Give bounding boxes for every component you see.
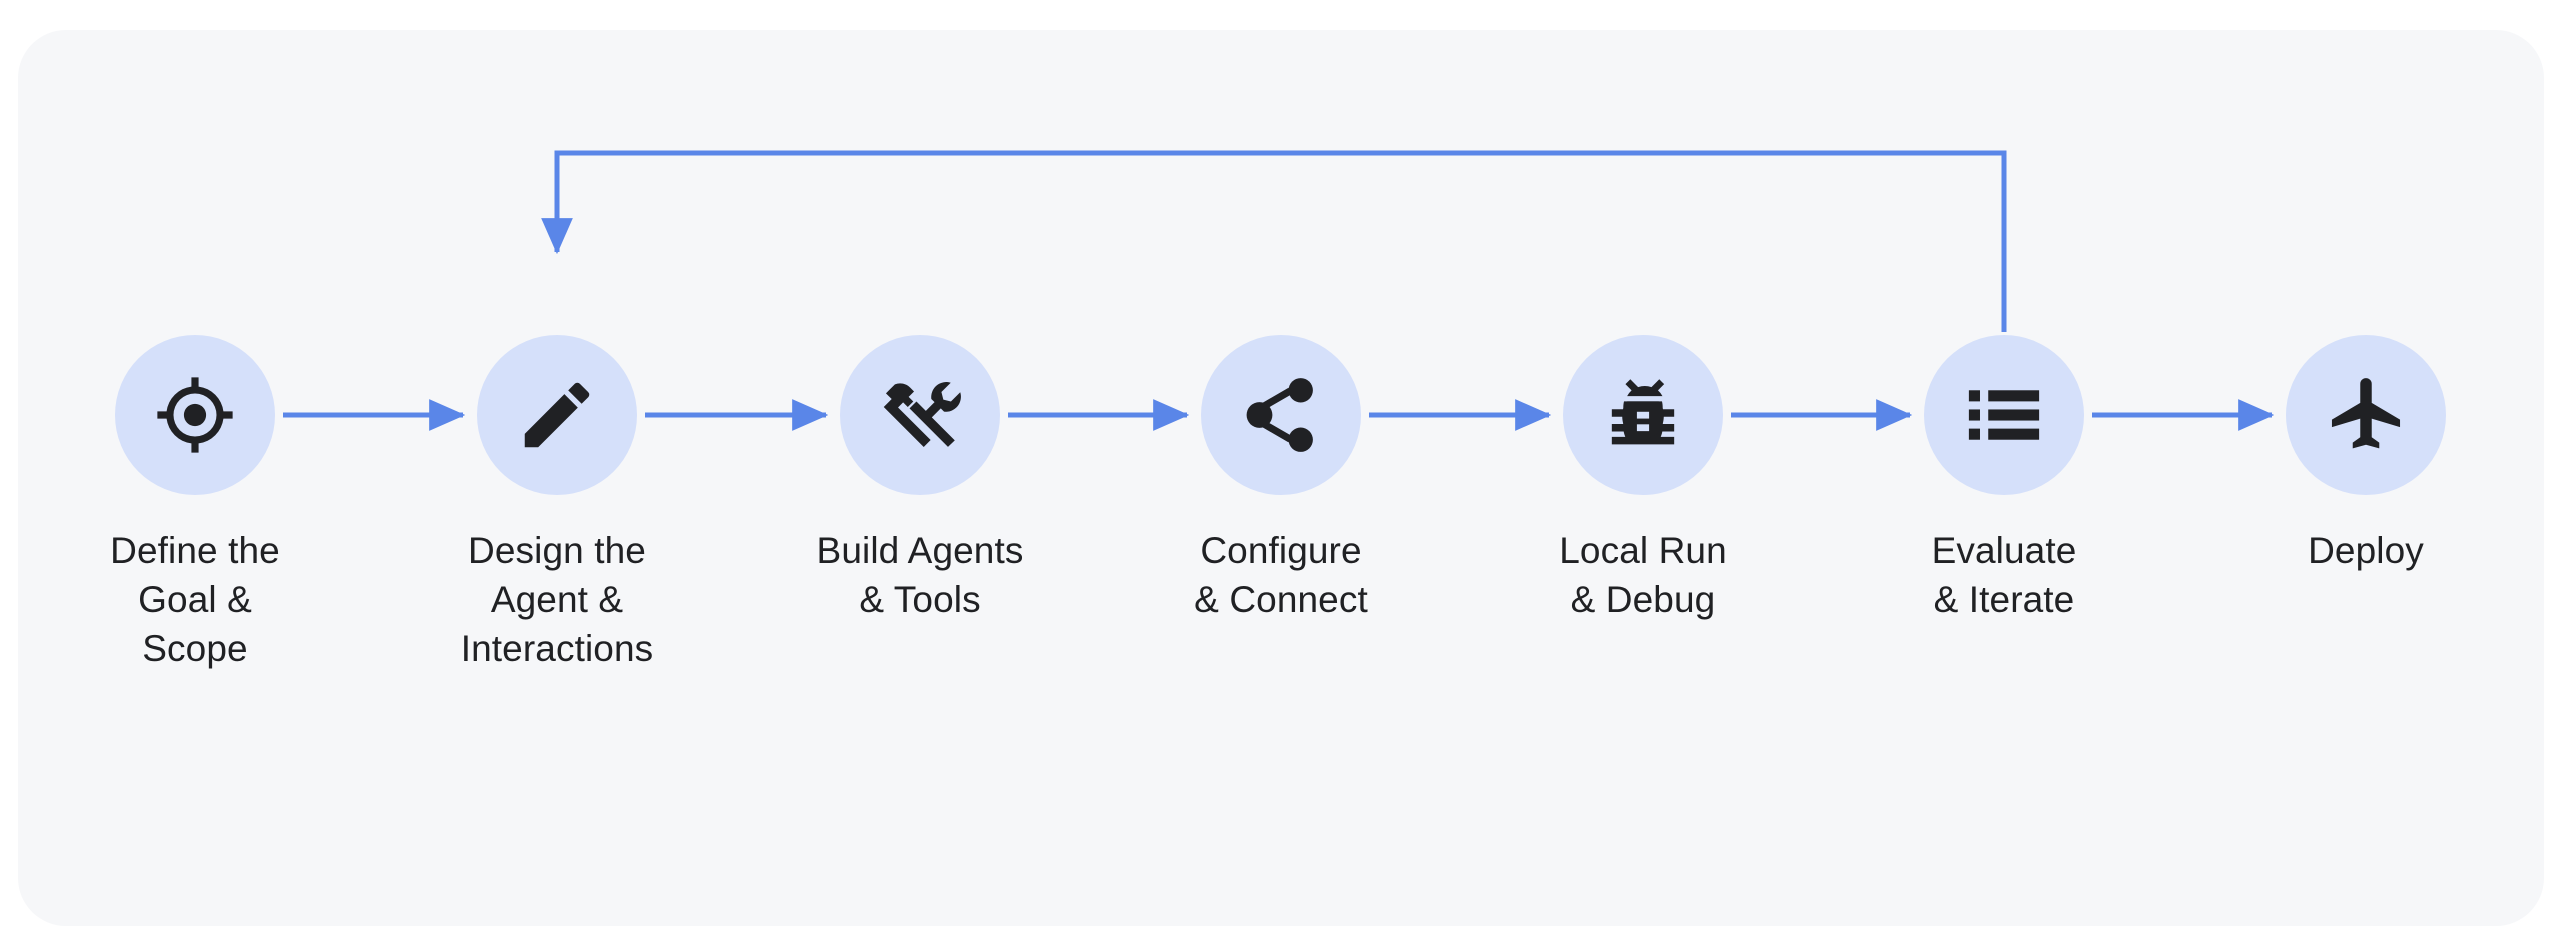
bug-icon	[1611, 379, 1675, 445]
node-evaluate-iterate[interactable]: Evaluate & Iterate	[1854, 335, 2154, 625]
node-icon-circle	[477, 335, 637, 495]
share-network-icon	[1246, 378, 1313, 452]
node-label: Evaluate & Iterate	[1931, 530, 2077, 620]
node-deploy[interactable]: Deploy	[2216, 335, 2516, 576]
hammer-wrench-icon	[883, 382, 961, 447]
node-icon-circle	[115, 335, 275, 495]
node-icon-circle	[1924, 335, 2084, 495]
node-label: Design the Agent & Interactions	[460, 530, 654, 669]
node-icon-circle	[1201, 335, 1361, 495]
node-icon-circle	[840, 335, 1000, 495]
node-label: Define the Goal & Scope	[110, 530, 280, 669]
node-label: Deploy	[2308, 530, 2424, 571]
node-icon-circle	[2286, 335, 2446, 495]
node-configure-connect[interactable]: Configure & Connect	[1131, 335, 1431, 625]
node-design-agent[interactable]: Design the Agent & Interactions	[407, 335, 707, 673]
node-local-run-debug[interactable]: Local Run & Debug	[1493, 335, 1793, 625]
pencil-edit-icon	[524, 382, 590, 448]
node-define-goal-scope[interactable]: Define the Goal & Scope	[45, 335, 345, 673]
list-checklist-icon	[1968, 390, 2040, 440]
node-label: Local Run & Debug	[1559, 530, 1727, 620]
node-icon-circle	[1563, 335, 1723, 495]
node-label: Build Agents & Tools	[816, 530, 1024, 620]
node-label: Configure & Connect	[1194, 530, 1368, 620]
airplane-icon	[2331, 378, 2401, 449]
node-build-agents-tools[interactable]: Build Agents & Tools	[770, 335, 1070, 625]
target-crosshair-icon	[157, 377, 233, 453]
